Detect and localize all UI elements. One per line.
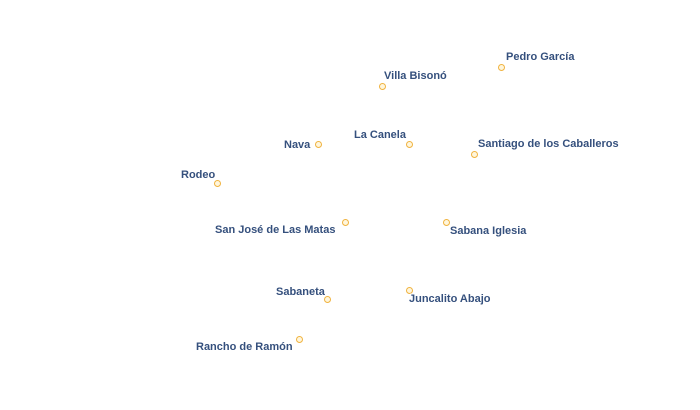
place-marker-icon[interactable] bbox=[314, 140, 322, 148]
place-label: Santiago de los Caballeros bbox=[478, 138, 619, 150]
place-marker-icon[interactable] bbox=[405, 140, 413, 148]
place-label: San José de Las Matas bbox=[215, 224, 336, 236]
place-label: Sabana Iglesia bbox=[450, 225, 527, 237]
place-marker-icon[interactable] bbox=[405, 286, 413, 294]
place-label: Pedro García bbox=[506, 51, 575, 63]
place-label: Rancho de Ramón bbox=[196, 341, 293, 353]
place-marker-icon[interactable] bbox=[341, 218, 349, 226]
place-label: Sabaneta bbox=[276, 286, 325, 298]
place-marker-icon[interactable] bbox=[497, 63, 505, 71]
place-label: Villa Bisonó bbox=[384, 70, 447, 82]
place-marker-icon[interactable] bbox=[378, 82, 386, 90]
place-label: Nava bbox=[284, 139, 311, 151]
place-label: Rodeo bbox=[181, 169, 216, 181]
place-marker-icon[interactable] bbox=[442, 218, 450, 226]
place-marker-icon[interactable] bbox=[295, 335, 303, 343]
place-label: La Canela bbox=[354, 129, 406, 141]
place-marker-icon[interactable] bbox=[470, 150, 478, 158]
place-label: Juncalito Abajo bbox=[409, 293, 491, 305]
place-marker-icon[interactable] bbox=[213, 179, 221, 187]
place-marker-icon[interactable] bbox=[323, 295, 331, 303]
